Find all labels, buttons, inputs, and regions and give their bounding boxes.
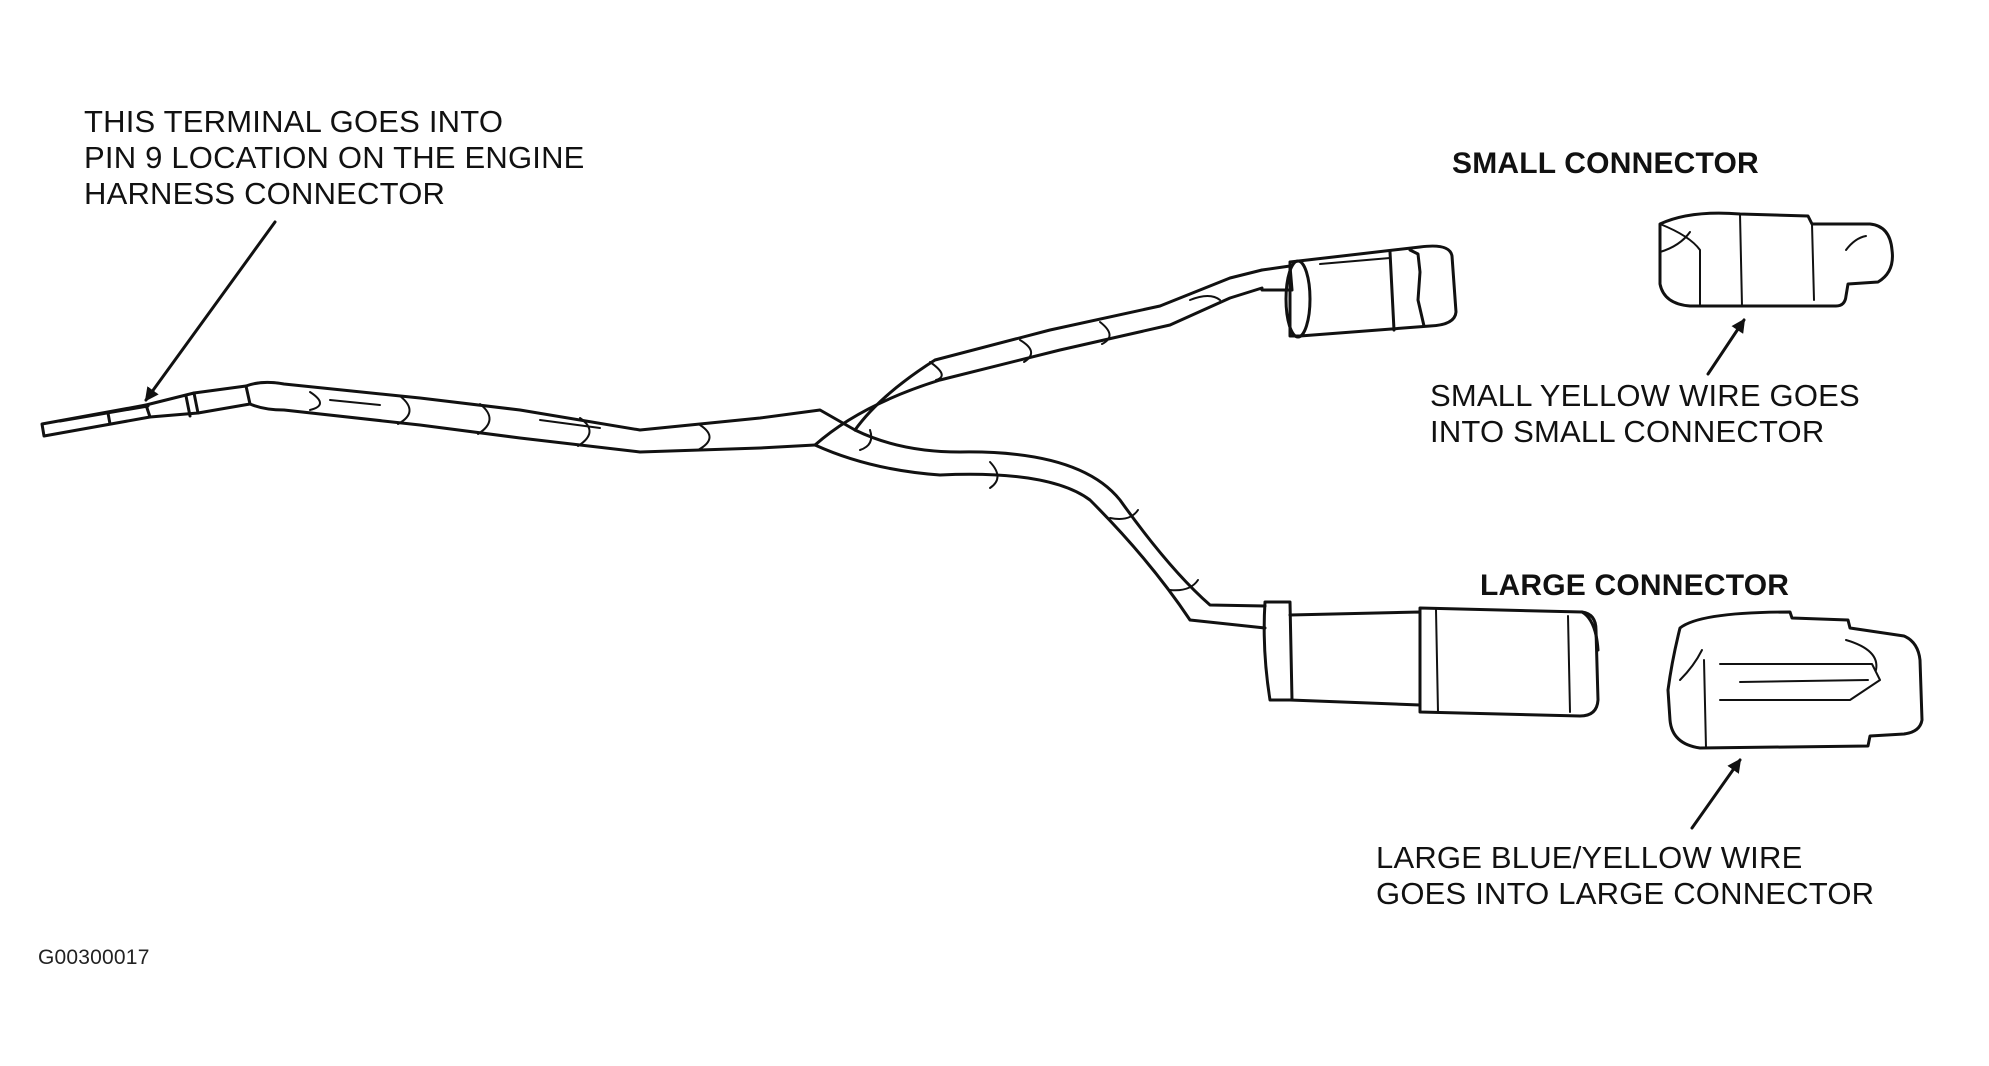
large-connector-mating xyxy=(1666,610,1924,750)
harness-trunk xyxy=(244,380,857,454)
small-wire-arrow xyxy=(1706,318,1746,376)
figure-code: G00300017 xyxy=(38,946,150,969)
small-connector-title: SMALL CONNECTOR xyxy=(1452,147,1759,180)
terminal-note-line-1: THIS TERMINAL GOES INTO xyxy=(84,104,504,139)
large-connector-wire-side xyxy=(1262,600,1600,718)
small-wire-note-line-1: SMALL YELLOW WIRE GOES xyxy=(1430,378,1860,413)
terminal-wire-end xyxy=(40,384,252,438)
large-wire-arrow xyxy=(1690,758,1742,830)
small-connector-mating xyxy=(1658,211,1894,308)
terminal-note-line-2: PIN 9 LOCATION ON THE ENGINE xyxy=(84,140,585,175)
large-wire-note-line-1: LARGE BLUE/YELLOW WIRE xyxy=(1376,840,1803,875)
small-connector-wire-side xyxy=(1284,244,1458,339)
lower-branch xyxy=(813,428,1267,630)
small-wire-note-line-2: INTO SMALL CONNECTOR xyxy=(1430,414,1825,449)
terminal-arrow xyxy=(144,220,277,402)
terminal-note: THIS TERMINAL GOES INTO PIN 9 LOCATION O… xyxy=(84,104,585,212)
small-wire-note: SMALL YELLOW WIRE GOES INTO SMALL CONNEC… xyxy=(1430,378,1860,450)
large-wire-note: LARGE BLUE/YELLOW WIRE GOES INTO LARGE C… xyxy=(1376,840,1874,912)
large-wire-note-line-2: GOES INTO LARGE CONNECTOR xyxy=(1376,876,1875,911)
large-connector-title: LARGE CONNECTOR xyxy=(1480,569,1790,602)
terminal-note-line-3: HARNESS CONNECTOR xyxy=(84,176,446,211)
upper-branch xyxy=(813,264,1294,447)
